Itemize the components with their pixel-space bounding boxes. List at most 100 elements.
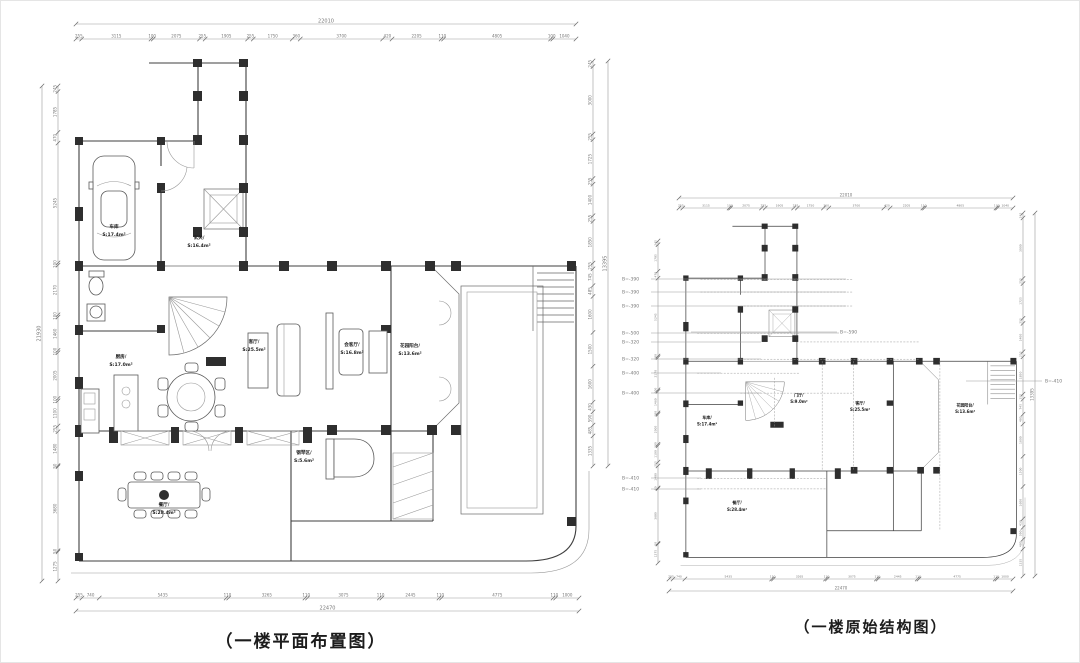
svg-text:110: 110 [302, 593, 310, 598]
svg-text:4805: 4805 [492, 34, 503, 39]
svg-text:3700: 3700 [853, 204, 861, 208]
beam-dashed-lines [697, 279, 941, 531]
piano-icon [325, 438, 375, 480]
svg-text:21930: 21930 [37, 326, 43, 342]
round-table [157, 362, 226, 432]
level-marker: B=-410 [622, 476, 639, 482]
svg-text:110: 110 [824, 575, 830, 579]
svg-text:470: 470 [654, 272, 658, 278]
svg-text:S:17.0m²: S:17.0m² [109, 362, 132, 368]
svg-text:100: 100 [53, 395, 58, 403]
room-label-piano: 钢琴区/ [296, 449, 312, 456]
svg-text:1400: 1400 [588, 194, 593, 205]
hatch-deck [392, 452, 434, 520]
tea-sofa [338, 328, 364, 376]
svg-text:3680: 3680 [654, 512, 658, 520]
stove-counter [80, 388, 100, 434]
svg-text:5435: 5435 [724, 575, 732, 579]
left-plan-title: （一楼平面布置图） [215, 632, 387, 652]
room-label-hall: 门厅/ [794, 391, 804, 397]
room-label-dining: 餐厅/ [731, 499, 742, 505]
svg-text:1750: 1750 [807, 204, 815, 208]
sofa [276, 323, 301, 397]
room-label-balcony: 花园阳台/ [956, 401, 974, 407]
svg-text:1785: 1785 [53, 106, 58, 117]
svg-text:1460: 1460 [53, 328, 58, 339]
svg-text:1275: 1275 [654, 550, 658, 558]
room-label-garage: 车库 [109, 223, 119, 230]
room-labels: 车库 S:17.4m² 玄关/ S:16.4m² 厨房/ S:17.0m² 客厅… [102, 223, 421, 516]
svg-text:S:28.4m²: S:28.4m² [152, 510, 175, 516]
svg-text:485: 485 [588, 287, 593, 295]
svg-text:22470: 22470 [835, 586, 848, 591]
svg-text:255: 255 [654, 461, 658, 467]
svg-text:S:5.6m²: S:5.6m² [294, 458, 314, 464]
svg-text:255: 255 [247, 34, 255, 39]
svg-text:S:28.4m²: S:28.4m² [727, 507, 747, 512]
kitchen-island [113, 374, 139, 432]
svg-text:2170: 2170 [654, 370, 658, 378]
svg-text:1400: 1400 [1019, 334, 1023, 342]
level-marker: B=-390 [622, 304, 639, 310]
svg-text:5245: 5245 [53, 197, 58, 208]
patio [460, 285, 544, 515]
level-marker: B=-320 [622, 357, 639, 363]
svg-text:S:17.4m²: S:17.4m² [102, 232, 125, 238]
svg-text:110: 110 [377, 593, 385, 598]
svg-text:360: 360 [823, 204, 829, 208]
svg-text:485: 485 [1019, 416, 1023, 422]
svg-text:3265: 3265 [262, 593, 273, 598]
svg-text:22010: 22010 [318, 19, 334, 25]
svg-text:1480: 1480 [53, 443, 58, 454]
svg-text:S:25.5m²: S:25.5m² [850, 407, 870, 412]
svg-text:110: 110 [551, 593, 559, 598]
svg-text:2075: 2075 [742, 204, 750, 208]
svg-text:1850: 1850 [1019, 372, 1023, 380]
svg-text:2075: 2075 [171, 34, 182, 39]
room-label-foyer: 玄关/ [194, 234, 205, 241]
svg-text:110: 110 [921, 204, 927, 208]
svg-text:1850: 1850 [588, 237, 593, 248]
svg-text:3075: 3075 [848, 575, 856, 579]
svg-text:110: 110 [993, 575, 999, 579]
svg-text:110: 110 [224, 593, 232, 598]
level-marker: B=-410 [1045, 379, 1062, 385]
svg-text:1725: 1725 [588, 154, 593, 165]
svg-text:1040: 1040 [559, 34, 570, 39]
svg-text:1905: 1905 [221, 34, 232, 39]
svg-text:100: 100 [53, 312, 58, 320]
level-marker: B=-320 [622, 340, 639, 346]
level-marker: B=-400 [622, 371, 639, 377]
svg-text:255: 255 [1019, 318, 1023, 324]
level-marker: B=-400 [622, 391, 639, 397]
svg-text:2005: 2005 [654, 425, 658, 433]
room-label-sunroom: 花园阳台/ [400, 342, 420, 349]
svg-text:740: 740 [87, 593, 95, 598]
svg-text:1335: 1335 [588, 445, 593, 456]
level-marker: B=-500 [622, 331, 639, 337]
svg-text:2445: 2445 [894, 575, 902, 579]
coffee-table [247, 332, 269, 389]
svg-text:110: 110 [436, 593, 444, 598]
svg-text:5435: 5435 [158, 593, 169, 598]
svg-text:2205: 2205 [903, 204, 911, 208]
room-label-dining: 餐厅/ [158, 501, 170, 508]
svg-text:100: 100 [53, 260, 58, 268]
svg-text:1725: 1725 [1019, 297, 1023, 305]
svg-text:245: 245 [53, 85, 58, 93]
svg-text:50: 50 [53, 463, 58, 469]
svg-text:255: 255 [668, 575, 674, 579]
room-label-tea: 会客厅/ [343, 341, 360, 348]
tv-cabinet [325, 312, 334, 390]
svg-text:S:16.4m²: S:16.4m² [187, 243, 210, 249]
svg-text:S:13.6m²: S:13.6m² [955, 409, 975, 414]
svg-text:S:17.4m²: S:17.4m² [697, 422, 717, 427]
svg-text:100: 100 [548, 34, 556, 39]
right-plan-title: （一楼原始结构图） [794, 618, 948, 636]
svg-text:2205: 2205 [411, 34, 422, 39]
svg-text:1335: 1335 [1019, 559, 1023, 567]
svg-text:1750: 1750 [268, 34, 279, 39]
svg-text:1785: 1785 [654, 254, 658, 262]
svg-text:1500: 1500 [1019, 467, 1023, 475]
